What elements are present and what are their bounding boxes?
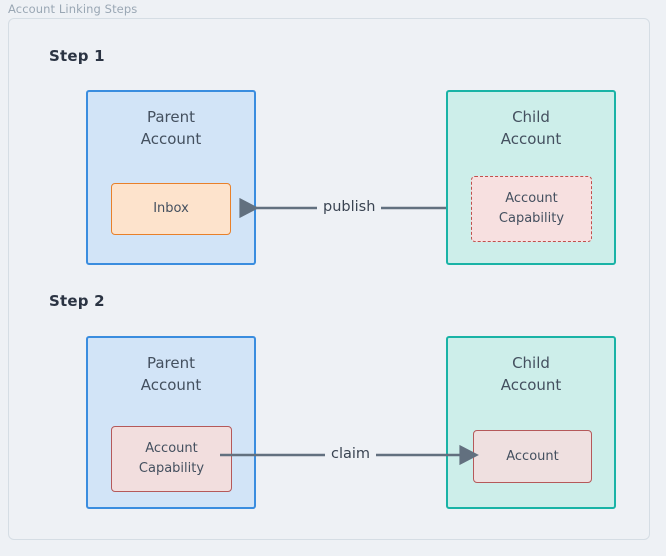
step-1-child-title-line-1: Child (512, 108, 550, 126)
step-1-child-title-line-2: Account (500, 130, 562, 148)
step-1-parent-title-line-1: Parent (146, 108, 196, 126)
step-1-account-capability-line-2: Capability (498, 211, 565, 226)
step-1-label: Step 1 (49, 47, 105, 65)
step-2-arrow-label: claim (325, 446, 377, 462)
step-2-account-capability-line-2: Capability (138, 461, 205, 476)
step-2-account-chip[interactable]: Account (473, 430, 592, 483)
step-2-account-capability-chip[interactable]: Account Capability (111, 426, 232, 492)
step-1-inbox-chip[interactable]: Inbox (111, 183, 231, 235)
step-1-child-account-title: Child Account (448, 106, 614, 150)
step-2-parent-title-line-2: Account (140, 376, 202, 394)
step-1-parent-title-line-2: Account (140, 130, 202, 148)
step-2-child-account-node[interactable]: Child Account Account (446, 336, 616, 509)
step-2-child-title-line-2: Account (500, 376, 562, 394)
step-2-parent-title-line-1: Parent (146, 354, 196, 372)
step-2-parent-account-node[interactable]: Parent Account Account Capability (86, 336, 256, 509)
step-1-child-account-node[interactable]: Child Account Account Capability (446, 90, 616, 265)
diagram-title: Account Linking Steps (8, 2, 138, 16)
diagram-frame (8, 18, 650, 540)
step-2-account-chip-label: Account (506, 448, 559, 464)
step-2-parent-account-title: Parent Account (88, 352, 254, 396)
step-1-account-capability-chip[interactable]: Account Capability (471, 176, 592, 242)
step-2-child-title-line-1: Child (512, 354, 550, 372)
step-2-child-account-title: Child Account (448, 352, 614, 396)
step-2-label: Step 2 (49, 292, 105, 310)
step-1-parent-account-node[interactable]: Parent Account Inbox (86, 90, 256, 265)
step-2-account-capability-line-1: Account (145, 441, 198, 456)
step-1-parent-account-title: Parent Account (88, 106, 254, 150)
step-1-inbox-chip-label: Inbox (153, 201, 189, 216)
step-1-account-capability-line-1: Account (505, 191, 558, 206)
step-1-arrow-label: publish (317, 199, 382, 215)
